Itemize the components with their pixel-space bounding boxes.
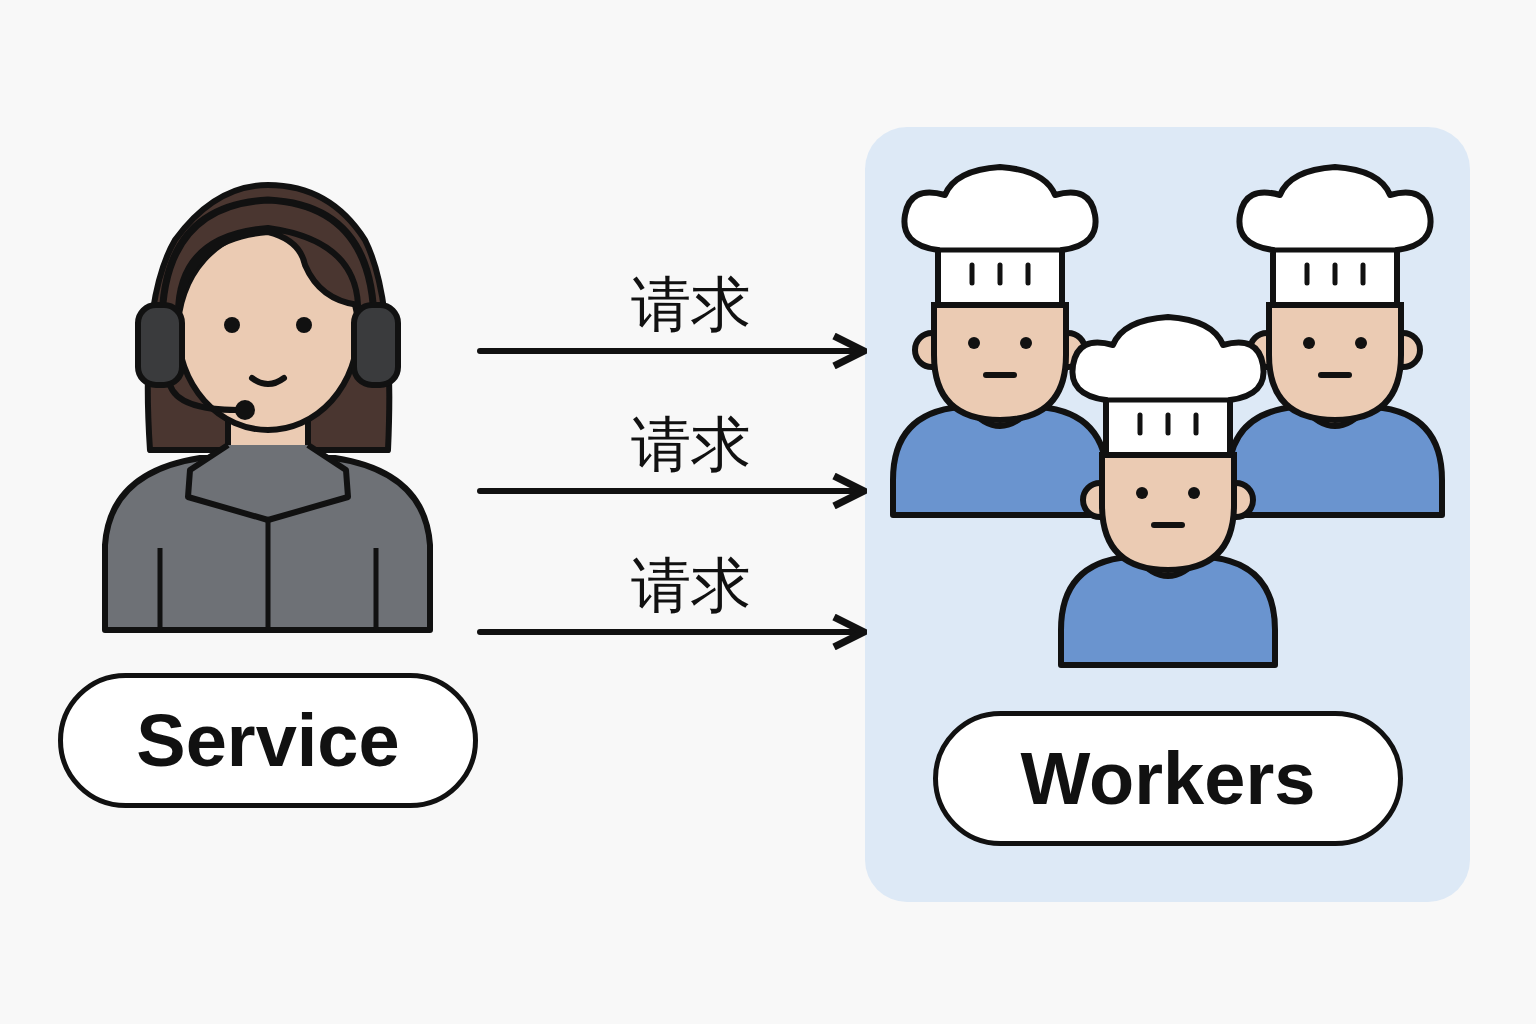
edge-label: 请求: [625, 552, 757, 618]
request-arrow: [480, 348, 861, 354]
request-arrow: [480, 488, 861, 494]
edge-label: 请求: [625, 271, 757, 337]
service-node: Service: [55, 180, 480, 810]
node-label-pill: Workers: [933, 711, 1403, 846]
workers-node: Workers: [865, 127, 1470, 902]
request-arrow: [480, 629, 861, 635]
service-agent-figure: [105, 185, 430, 630]
edge-label: 请求: [625, 411, 757, 477]
node-label-pill: Service: [58, 673, 478, 808]
workers-panel-ground: [865, 127, 1470, 902]
worker-chef-group: [893, 167, 1442, 665]
